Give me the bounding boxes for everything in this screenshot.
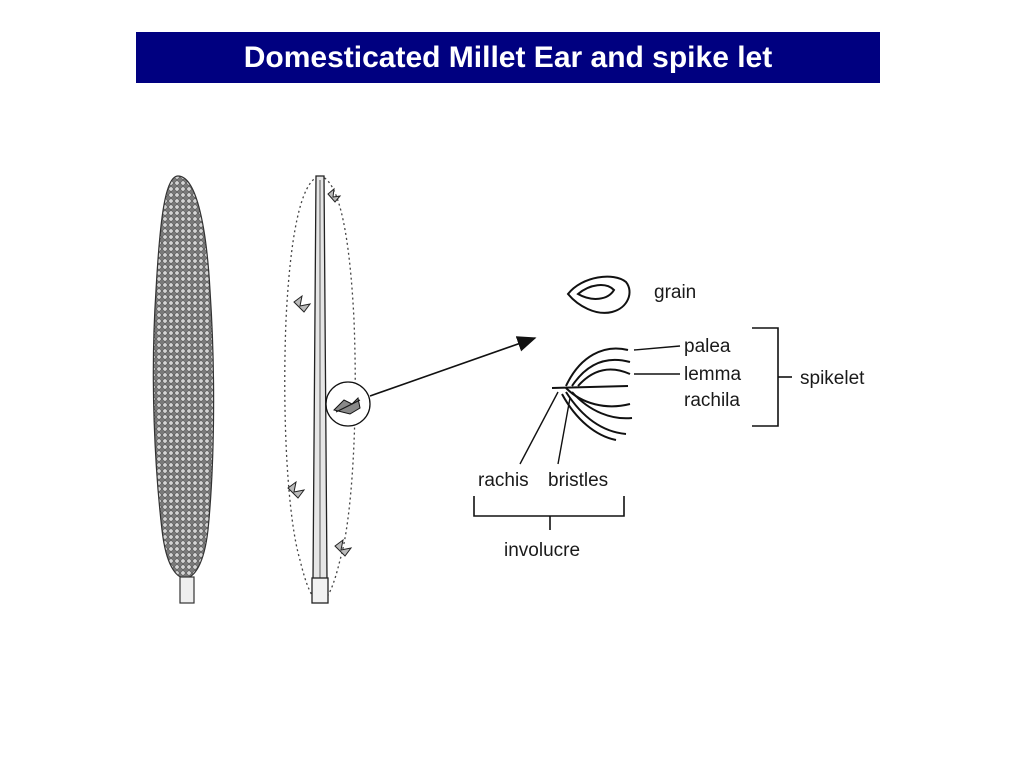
label-rachis: rachis: [478, 470, 529, 491]
slide-title: Domesticated Millet Ear and spike let: [136, 32, 880, 83]
label-involucre: involucre: [504, 540, 580, 561]
involucre-bracket: [473, 496, 625, 517]
label-rachila: rachila: [684, 390, 740, 411]
leader-lines: [519, 345, 681, 465]
grain-drawing: [566, 275, 631, 314]
label-grain: grain: [654, 282, 696, 303]
ear-cross-section: [284, 175, 371, 604]
spikelet-drawing: [551, 347, 633, 441]
pointer-arrow: [369, 336, 537, 397]
spikelet-bracket: [752, 327, 779, 427]
label-lemma: lemma: [684, 364, 741, 385]
label-palea: palea: [684, 336, 731, 357]
millet-ear: [152, 175, 215, 604]
label-spikelet: spikelet: [800, 368, 865, 389]
label-bristles: bristles: [548, 470, 608, 491]
